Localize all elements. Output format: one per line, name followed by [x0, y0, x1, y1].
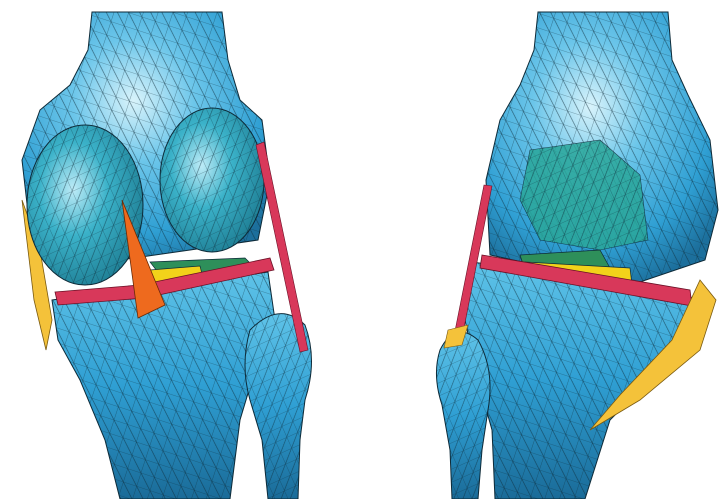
- posterior-view: [22, 12, 312, 499]
- anterior-view: [436, 12, 718, 499]
